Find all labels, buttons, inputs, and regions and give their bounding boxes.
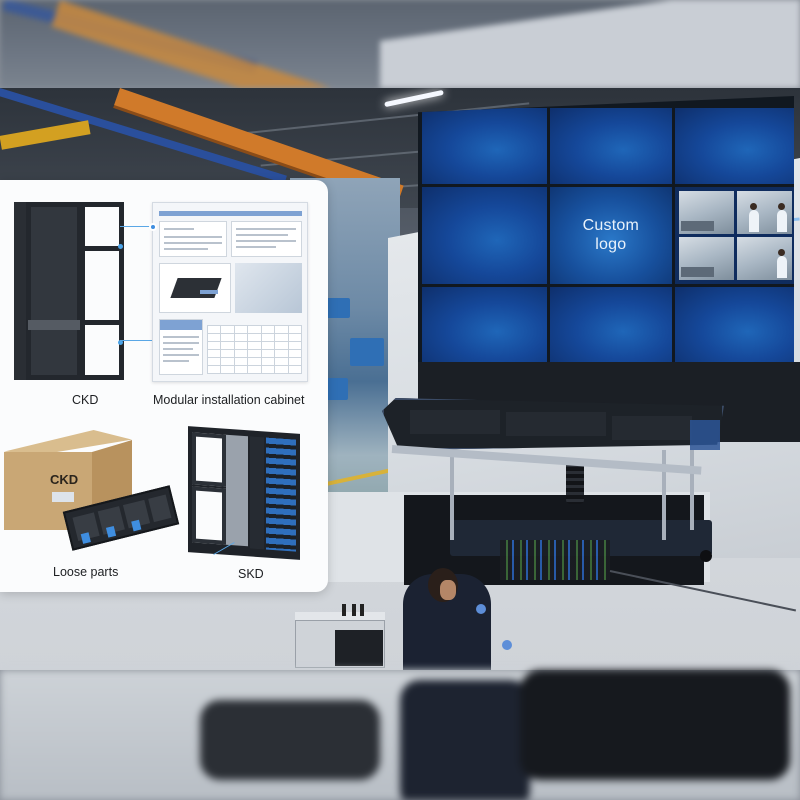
support-post xyxy=(450,450,454,540)
spec-table xyxy=(207,325,302,374)
callout-line xyxy=(120,340,156,341)
led-video-wall: Custom logo xyxy=(418,96,794,366)
blurred-device xyxy=(200,700,380,780)
glove xyxy=(476,604,486,614)
caption-modular-cabinet: Modular installation cabinet xyxy=(153,393,305,407)
caption-ckd: CKD xyxy=(72,393,99,407)
photo-collage-tile xyxy=(674,187,794,284)
screen-tile xyxy=(422,108,548,185)
callout-marker xyxy=(149,223,157,231)
led-module xyxy=(410,410,500,434)
screen-tile xyxy=(422,286,548,366)
lab-photo xyxy=(678,236,734,280)
cabinet-electronics xyxy=(500,540,610,580)
device-knob xyxy=(342,604,346,616)
screen-tile xyxy=(550,108,672,185)
skd-cabinet-image xyxy=(188,426,300,560)
caption-skd: SKD xyxy=(238,567,264,581)
blurred-footer-strip xyxy=(0,670,800,800)
screen-tile xyxy=(674,286,794,366)
screen-tile xyxy=(550,286,672,366)
engineers-photo xyxy=(736,191,792,234)
cart-wheel xyxy=(700,550,712,562)
support-post xyxy=(690,450,694,530)
rack-bay xyxy=(26,202,82,380)
blurred-technician xyxy=(400,680,530,800)
support-post xyxy=(662,450,666,540)
wall-blurred xyxy=(380,0,800,88)
blurred-rig xyxy=(520,670,790,780)
screen-tile xyxy=(674,108,794,185)
device-knob xyxy=(360,604,364,616)
custom-logo-tile: Custom logo xyxy=(550,187,672,284)
assembly-options-card: CKD Modular installation cabinet CKD Loo… xyxy=(0,180,328,592)
callout-line xyxy=(120,226,156,227)
lift-spring xyxy=(566,460,584,504)
box-sticker xyxy=(52,492,74,502)
screen-tile xyxy=(422,187,548,284)
caption-loose-parts: Loose parts xyxy=(53,565,119,579)
device-knob xyxy=(352,604,356,616)
machine xyxy=(350,338,384,366)
ckd-rack-image xyxy=(14,202,124,380)
led-module xyxy=(506,412,606,436)
led-module xyxy=(612,416,692,440)
factory-photo xyxy=(678,191,734,234)
box-label: CKD xyxy=(50,472,79,487)
technician-photo xyxy=(736,236,792,280)
technician-face xyxy=(440,580,456,600)
blurred-header-strip xyxy=(0,0,800,88)
brochure-photo xyxy=(235,263,302,313)
modular-cabinet-brochure xyxy=(149,202,308,382)
crane-beam-blurred xyxy=(51,0,403,88)
frame-bracket xyxy=(690,420,720,450)
logo-text-line1: Custom xyxy=(582,217,639,235)
rack-open-frame xyxy=(80,202,124,380)
logo-text-line2: logo xyxy=(595,236,627,254)
glove xyxy=(502,640,512,650)
test-device-panel xyxy=(335,630,383,666)
